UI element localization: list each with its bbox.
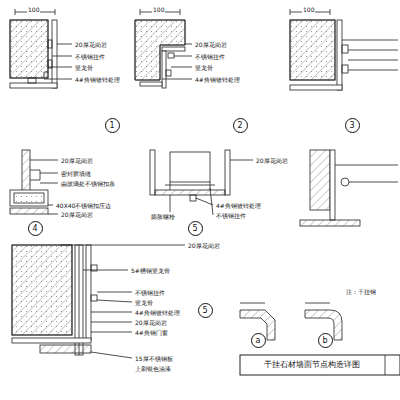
annotation-label: 不锈钢挂件 (74, 53, 106, 60)
callout-number: 3 (349, 121, 354, 130)
sheet-title: 干挂石材墙面节点构造详图 (264, 360, 360, 370)
annotation-label: 100 (27, 6, 40, 13)
annotation-label: 上刷银色油漆 (134, 365, 172, 372)
callout-number: 1 (109, 121, 114, 130)
callout-number: 4 (32, 224, 37, 233)
annotation-label: 4#角钢镀锌处理 (74, 76, 121, 83)
annotation-label: 20厚花岗岩 (60, 157, 94, 164)
callout-number: 2 (237, 121, 242, 130)
annotation-label: 由玻璃处不锈钢扣条 (60, 180, 116, 187)
callout-circle: a (251, 333, 266, 348)
annotation-label: 竖龙骨 (194, 64, 214, 71)
annotation-label: 100 (152, 6, 165, 13)
annotation-label: 4#角钢镀锌处理 (134, 309, 181, 316)
callout-number: a (256, 336, 261, 345)
annotation-label: 4#角钢镀锌处理 (215, 202, 262, 209)
callout-circle: b (318, 333, 333, 348)
annotation-label: 膨胀螺栓 (150, 213, 176, 220)
callout-circle: 3 (345, 118, 360, 133)
annotation-label: 不锈钢挂件 (134, 289, 166, 296)
annotation-label: 4#角钢镀锌处理 (194, 76, 241, 83)
annotation-label: 40X40不锈钢扣压边 (55, 202, 112, 209)
annotation-label: 20厚花岗岩 (187, 242, 221, 249)
annotation-label: 100 (302, 6, 315, 13)
annotation-label: 20厚花岗岩 (134, 319, 168, 326)
annotation-label: 20厚花岗岩 (74, 41, 108, 48)
annotation-label: 不锈钢挂件 (194, 53, 226, 60)
annotation-label: 竖龙骨 (74, 64, 94, 71)
callout-number: 5 (202, 306, 207, 315)
callout-number: 5 (192, 224, 197, 233)
callout-circle: 1 (105, 118, 120, 133)
callout-circle: 5 (188, 221, 203, 236)
annotation-label: 20厚花岗岩 (255, 157, 289, 164)
callout-circle: 2 (233, 118, 248, 133)
annotation-label: 注：干挂钢 (345, 288, 377, 295)
callout-circle: 4 (28, 221, 43, 236)
annotation-label: 4#角钢门窗 (134, 329, 169, 336)
annotation-label: 不锈钢挂件 (215, 212, 247, 219)
annotation-label: 5#槽钢竖龙骨 (130, 267, 171, 274)
annotation-label: 15厚不锈钢板 (134, 355, 174, 362)
callout-circle: 5 (198, 303, 213, 318)
annotation-label: 20厚花岗岩 (60, 211, 94, 218)
annotation-label: 20厚花岗岩 (194, 41, 228, 48)
annotation-label: 竖龙骨 (134, 299, 154, 306)
annotation-label: 密封胶填缝 (60, 170, 92, 177)
callout-number: b (322, 336, 327, 345)
